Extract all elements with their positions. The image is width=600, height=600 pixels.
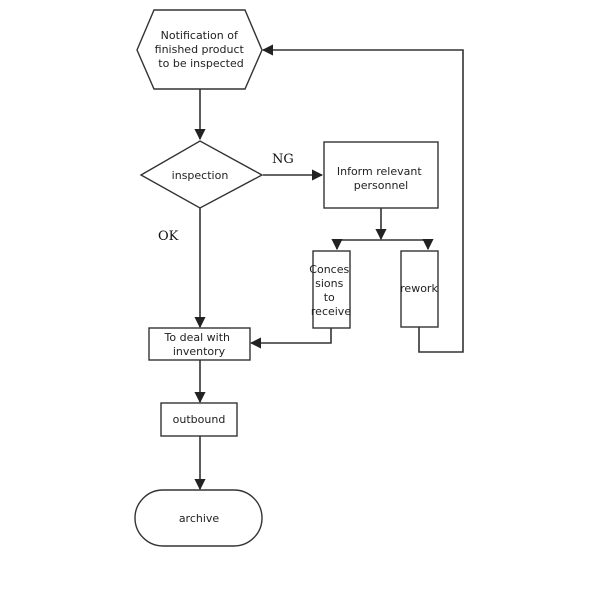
node-inspection: inspection (139, 140, 264, 209)
node-concessions-line-3: to (324, 291, 335, 304)
node-concessions-line-1: Conces (309, 263, 349, 276)
node-inspection-text: inspection (172, 169, 229, 182)
node-inventory-text: To deal with inventory (164, 331, 234, 358)
node-notification-line-1: Notification of (161, 29, 239, 42)
node-inventory-line-1: To deal with (164, 331, 230, 344)
node-concessions-text: Conces sions to receive (309, 263, 352, 318)
edge-concessions-to-inventory (249, 328, 332, 349)
node-concessions-line-2: sions (315, 277, 343, 290)
node-notification-text: Notification of finished product to be i… (155, 29, 248, 70)
node-inventory: To deal with inventory (148, 327, 251, 361)
node-concessions: Conces sions to receive (309, 250, 352, 329)
edges (194, 44, 464, 491)
node-inform-line-1: Inform relevant (337, 165, 422, 178)
node-notification-line-2: finished product (155, 43, 245, 56)
node-notification-line-3: to be inspected (158, 57, 243, 70)
node-inform-line-2: personnel (354, 179, 409, 192)
node-archive-text: archive (179, 512, 220, 525)
node-inform: Inform relevant personnel (323, 141, 439, 209)
node-rework-text: rework (400, 282, 438, 295)
node-archive: archive (134, 489, 263, 547)
node-inform-text: Inform relevant personnel (337, 165, 425, 192)
node-inventory-line-2: inventory (173, 345, 226, 358)
node-concessions-line-4: receive (311, 305, 351, 318)
node-outbound-text: outbound (173, 413, 226, 426)
edge-label-ok: OK (158, 229, 179, 244)
edge-label-ng: NG (272, 152, 294, 167)
node-outbound: outbound (160, 402, 238, 437)
edge-rework-to-notification (261, 44, 464, 353)
node-rework: rework (400, 250, 439, 328)
node-notification: Notification of finished product to be i… (136, 9, 263, 90)
